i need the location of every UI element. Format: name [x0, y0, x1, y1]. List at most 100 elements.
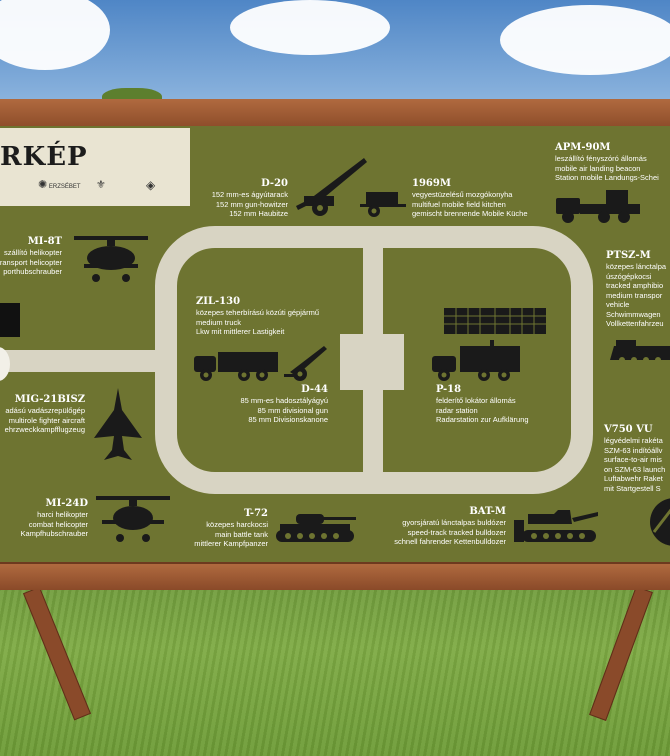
name-1969m: 1969M [412, 178, 451, 189]
map-board: RKÉP ✺ ERZSÉBET ⚜ ◈ D-20 152 mm-es ágyút… [0, 126, 670, 562]
location-dot [0, 347, 10, 381]
label-ptszm: PTSZ-M közepes lánctalpa úszógépkocsi tr… [606, 250, 670, 329]
bat-line: schnell fahrender Kettenbulldozer [394, 537, 506, 546]
cloud [230, 0, 390, 55]
name-ptszm: PTSZ-M [606, 250, 651, 261]
bat-line: gyorsjáratú lánctalpas buldózer [402, 518, 506, 527]
ptsz-line: úszógépkocsi [606, 271, 652, 281]
logo-erzsebet: ✺ ERZSÉBET [38, 179, 81, 191]
logo-diamond-icon: ◈ [146, 178, 156, 192]
v750-line: on SZM-63 launch [604, 464, 666, 474]
missile-icon [648, 498, 670, 548]
name-mi24d: MI-24D [45, 498, 89, 509]
mig-line: adású vadászrepülőgép [5, 406, 85, 415]
d44-line: 85 mm-es hadosztályágyú [240, 396, 328, 405]
label-mi24d: MI-24D harci helikopter combat helicopte… [4, 498, 88, 539]
logo-erzsebet-text: ERZSÉBET [48, 184, 81, 190]
ptsz-line: vehicle [606, 300, 630, 309]
p18-line: felderítő lokátor állomás [436, 396, 516, 405]
ptsz-line: Vollkettenfahrzeu [606, 319, 664, 328]
logo-third: ◈ [146, 179, 155, 192]
name-mig21bisz: MIG-21BISZ [14, 394, 85, 405]
mi8-line: szállító helikopter [4, 248, 62, 257]
beacon-truck-icon [556, 188, 646, 224]
mi24-line: combat helicopter [28, 519, 88, 529]
mig-line: ehrzweckkampfflugzeug [4, 425, 85, 434]
field-gun-icon [284, 344, 328, 382]
frame-top [0, 99, 670, 128]
label-d44: D-44 85 mm-es hadosztályágyú 85 mm divis… [216, 384, 328, 425]
t72-line: mittlerer Kampfpanzer [194, 539, 268, 548]
amphibious-vehicle-icon [610, 338, 670, 368]
k1969-line: vegyestüzelésű mozgókonyha [412, 190, 513, 199]
mi24-line: harci helikopter [37, 510, 88, 519]
label-apm90m: APM-90M leszállító fényszóró állomás mob… [555, 142, 670, 183]
name-p18: P-18 [436, 384, 462, 395]
label-d20: D-20 152 mm-es ágyútarack 152 mm gun-how… [186, 178, 288, 219]
v750-line: surface-to-air mis [604, 455, 662, 464]
radar-antenna-icon [444, 306, 546, 338]
d44-line: 85 mm Divisionskanone [248, 415, 328, 424]
apm-line: mobile air landing beacon [555, 163, 641, 173]
name-d44: D-44 [301, 384, 328, 395]
trailer-icon [360, 190, 406, 218]
oval-track [155, 226, 593, 494]
label-mig21bisz: MIG-21BISZ adású vadászrepülőgép multiro… [0, 394, 85, 435]
mi8-line: transport helicopter [0, 257, 62, 267]
zil-line: medium truck [196, 317, 242, 327]
label-v750vu: V750 VU légvédelmi rakéta SZM-63 indítóá… [604, 424, 670, 493]
grass [0, 575, 670, 756]
zil-line: közepes teherbírású közúti gépjármű [196, 308, 319, 317]
frame-bottom [0, 562, 670, 590]
label-t72: T-72 közepes harckocsi main battle tank … [180, 508, 268, 549]
board-title: RKÉP [0, 142, 88, 172]
cloud [500, 5, 670, 75]
title-box: RKÉP ✺ ERZSÉBET ⚜ ◈ [0, 128, 190, 206]
mi24-line: Kampfhubschrauber [20, 529, 88, 538]
truck-icon [194, 348, 280, 382]
v750-line: Luftabwehr Raket [604, 474, 663, 483]
d20-line: 152 mm Haubitze [229, 209, 288, 218]
legend-box [0, 303, 20, 337]
attack-helicopter-icon [96, 494, 170, 544]
t72-line: közepes harckocsi [206, 520, 268, 529]
v750-line: mit Startgestell S [604, 483, 661, 493]
p18-line: radar station [436, 405, 478, 415]
zil-line: Lkw mit mittlerer Lastigkeit [196, 327, 285, 336]
bat-line: speed-track tracked bulldozer [407, 527, 506, 537]
name-zil130: ZIL-130 [196, 296, 241, 307]
logo-ministry-icon: ⚜ [96, 179, 106, 191]
name-t72: T-72 [244, 508, 268, 519]
logo-erzsebet-icon: ✺ [38, 179, 48, 191]
mig-line: multirole fighter aircraft [8, 415, 85, 425]
d20-line: 152 mm-es ágyútarack [211, 190, 288, 199]
label-p18: P-18 felderítő lokátor állomás radar sta… [436, 384, 566, 425]
left-road [0, 350, 170, 372]
radar-truck-icon [432, 340, 522, 382]
grass-texture [0, 575, 670, 756]
p18-line: Radarstation zur Aufklärung [436, 415, 529, 424]
apm-line: Station mobile Landungs-Schei [555, 173, 659, 182]
d44-line: 85 mm divisional gun [257, 405, 328, 415]
apm-line: leszállító fényszóró állomás [555, 154, 647, 163]
d20-line: 152 mm gun-howitzer [215, 199, 288, 209]
name-mi8t: MI-8T [27, 236, 62, 247]
tank-icon [276, 510, 358, 544]
ptsz-line: közepes lánctalpa [606, 262, 667, 271]
label-zil130: ZIL-130 közepes teherbírású közúti gépjá… [196, 296, 346, 337]
ptsz-line: medium transpor [606, 290, 663, 300]
ptsz-line: Schwimmwagen [606, 309, 661, 319]
v750-line: SZM-63 indítóállv [604, 445, 663, 455]
label-1969m: 1969M vegyestüzelésű mozgókonyha multifu… [412, 178, 552, 219]
howitzer-icon [296, 156, 370, 218]
bulldozer-icon [514, 508, 600, 546]
k1969-line: multifuel mobile field kitchen [412, 199, 506, 209]
fighter-jet-icon [92, 388, 144, 462]
name-d20: D-20 [261, 178, 288, 189]
label-mi8t: MI-8T szállító helikopter transport heli… [0, 236, 62, 277]
name-batm: BAT-M [469, 506, 506, 517]
logo-ministry: ⚜ [96, 179, 106, 191]
mi8-line: porthubschrauber [3, 267, 62, 276]
k1969-line: gemischt brennende Mobile Küche [412, 209, 528, 218]
ptsz-line: tracked amphibio [606, 281, 664, 290]
